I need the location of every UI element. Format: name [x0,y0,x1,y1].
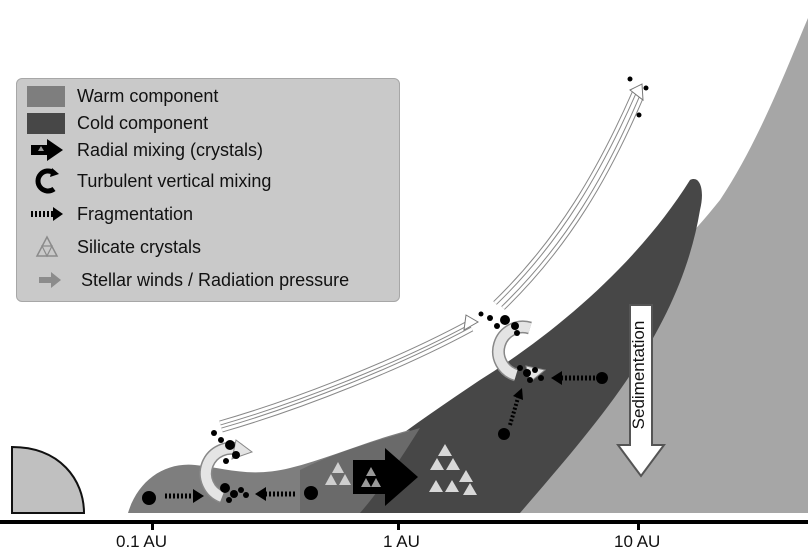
tick-0-1au [151,522,154,530]
fragmentation-arrow [255,487,295,501]
grain-cluster-outer [478,311,544,383]
legend-label: Stellar winds / Radiation pressure [81,270,350,290]
legend-item-warm: Warm component [17,83,397,109]
sedimentation-arrow [616,304,666,478]
silicate-crystal-icon [35,235,59,258]
radial-mixing-arrow [353,448,418,506]
wind-arrow-inner [219,314,479,433]
axis-tick-label-1au: 1 AU [383,532,420,551]
legend-label: Turbulent vertical mixing [77,171,272,191]
fragmentation-arrow [508,388,523,426]
cold-component-region [300,179,702,513]
fragmentation-arrow [165,489,204,503]
star [11,445,86,514]
legend-label: Cold component [77,113,209,133]
grain-large [142,491,156,505]
tick-1au [397,522,400,530]
legend-item-cold: Cold component [17,110,397,136]
legend-item-crystals: Silicate crystals [17,234,397,260]
wind-arrow-outer [493,83,644,310]
legend-label: Fragmentation [77,204,194,224]
silicate-crystals-large [429,444,477,495]
legend-item-turbulent: Turbulent vertical mixing [17,168,397,194]
fragmentation-arrow [551,371,595,385]
outer-disk [330,18,808,513]
sedimentation-label-box: Sedimentation [627,300,651,450]
cold-swatch-icon [27,113,65,134]
turbulent-mixing-outer [492,320,547,383]
turbulent-mixing-icon [35,168,59,194]
axis-tick-label-0-1au: 0.1 AU [116,532,168,551]
grain-large [596,372,608,384]
sedimentation-label: Sedimentation [629,320,648,430]
legend-item-fragmentation: Fragmentation [17,201,397,227]
grain-large [498,428,510,440]
legend-item-radial-mixing: Radial mixing (crystals) [17,137,397,163]
stellar-wind-arrow-icon [39,272,61,288]
grain-large [304,486,318,500]
legend-label: Silicate crystals [77,237,202,257]
warm-swatch-icon [27,86,65,107]
radial-mixing-arrow-icon [31,139,63,161]
legend-label: Warm component [77,86,219,106]
grain-cluster-inner [211,430,249,503]
tick-10au [637,522,640,530]
fragmentation-arrow-icon [31,207,63,221]
silicate-crystals-small [325,462,351,485]
legend-item-stellar-winds: Stellar winds / Radiation pressure [17,267,397,293]
legend-label: Radial mixing (crystals) [77,140,264,160]
legend: Warm component Cold component Radial mix… [16,78,400,302]
axis-tick-label-10au: 10 AU [614,532,661,551]
